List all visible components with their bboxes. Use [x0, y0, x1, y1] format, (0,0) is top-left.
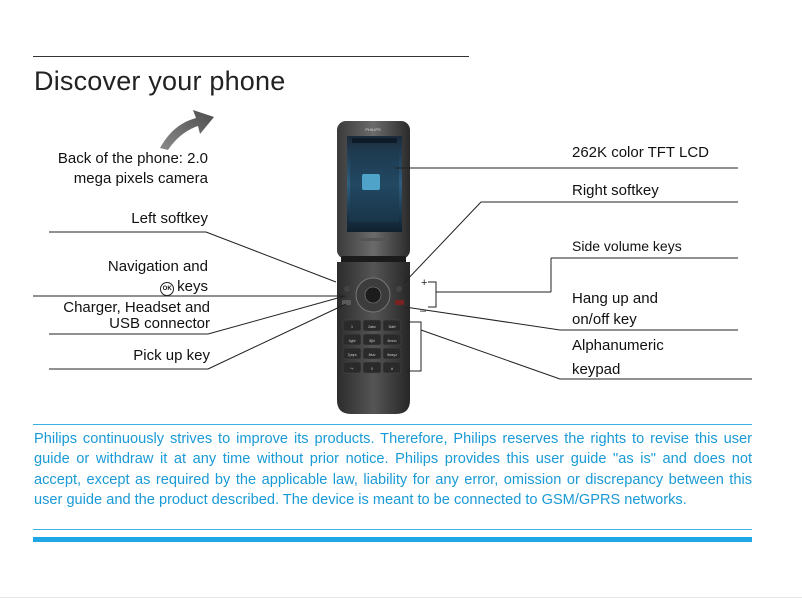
keypad-key: [382, 347, 402, 360]
charger-label-line1: Charger, Headset and: [63, 299, 210, 316]
hangup-label-line1: Hang up and: [572, 290, 658, 307]
footer-bar: [33, 537, 752, 542]
hangup-key: [395, 300, 404, 305]
callout-line: [207, 295, 346, 335]
callout-line: [207, 303, 347, 370]
side-volume-label: Side volume keys: [572, 238, 682, 254]
divider: [33, 529, 752, 530]
right-softkey-label: Right softkey: [572, 182, 659, 199]
top-rule: [33, 56, 469, 57]
keypad-key: [362, 361, 382, 374]
page-edge: [0, 597, 802, 598]
keypad-key-label: 6mno: [388, 339, 397, 343]
keypad-key-label: 0: [371, 367, 373, 371]
alphanumeric-keypad: 1 2abc 3def 4ghi 5jkl 6mno 7pqrs 8tuv 9wxyz *+ 0 #: [342, 319, 402, 374]
page-title: Discover your phone: [34, 66, 286, 96]
pickup-key-label: Pick up key: [133, 347, 210, 364]
volume-minus-label: –: [420, 305, 427, 317]
arrow-icon: [160, 110, 214, 150]
keypad-key-label: *+: [350, 367, 354, 371]
keypad-key-label: 5jkl: [369, 339, 375, 343]
alphanumeric-label-line1: Alphanumeric: [572, 337, 664, 354]
keypad-key: [362, 347, 382, 360]
keypad-key-label: 1: [351, 325, 353, 329]
phone-brand: PHILIPS: [365, 127, 381, 132]
disclaimer-paragraph: Philips continuously strives to improve …: [34, 431, 752, 509]
keypad-key: [382, 319, 402, 332]
alphanumeric-label-line2: keypad: [572, 361, 621, 378]
keypad-key: [362, 333, 382, 346]
charger-label-line2: USB connector: [109, 315, 210, 332]
divider: [33, 424, 752, 425]
keypad-key-label: 4ghi: [349, 339, 356, 343]
back-camera-label-line2: mega pixels camera: [73, 170, 208, 187]
back-camera-label: Back of the phone: 2.0 mega pixels camer…: [58, 149, 208, 189]
lcd-label: 262K color TFT LCD: [572, 144, 709, 161]
back-camera-label-line1: Back of the phone: 2.0: [57, 150, 208, 167]
callout-line: [403, 201, 482, 284]
left-softkey-label: Left softkey: [131, 210, 208, 227]
callout-line: [404, 306, 561, 331]
callout-line: [420, 329, 561, 380]
charger-label: Charger, Headset and USB connector: [63, 300, 210, 332]
keypad-key-label: 7pqrs: [348, 353, 357, 357]
hangup-label-line2: on/off key: [572, 311, 637, 328]
keypad-key: [342, 319, 362, 332]
keypad-key: [342, 347, 362, 360]
keypad-key-label: 2abc: [368, 325, 376, 329]
navigation-label-line1: Navigation and: [107, 258, 208, 275]
keypad-key-label: 9wxyz: [387, 353, 397, 357]
ok-key-icon: OK: [160, 282, 175, 296]
keypad-key: [342, 361, 362, 374]
keypad-key-label: #: [391, 367, 393, 371]
keypad-key-label: 8tuv: [369, 353, 376, 357]
alphanumeric-label: Alphanumeric keypad: [572, 334, 664, 382]
callout-line: [205, 231, 337, 283]
keypad-key: [382, 361, 402, 374]
keypad-key: [342, 333, 362, 346]
volume-plus-label: +: [421, 277, 427, 289]
pickup-key: [342, 300, 351, 305]
keypad-key: [362, 319, 382, 332]
hangup-label: Hang up and on/off key: [572, 288, 658, 330]
keypad-key-label: 3def: [389, 325, 396, 329]
keypad-key: [382, 333, 402, 346]
